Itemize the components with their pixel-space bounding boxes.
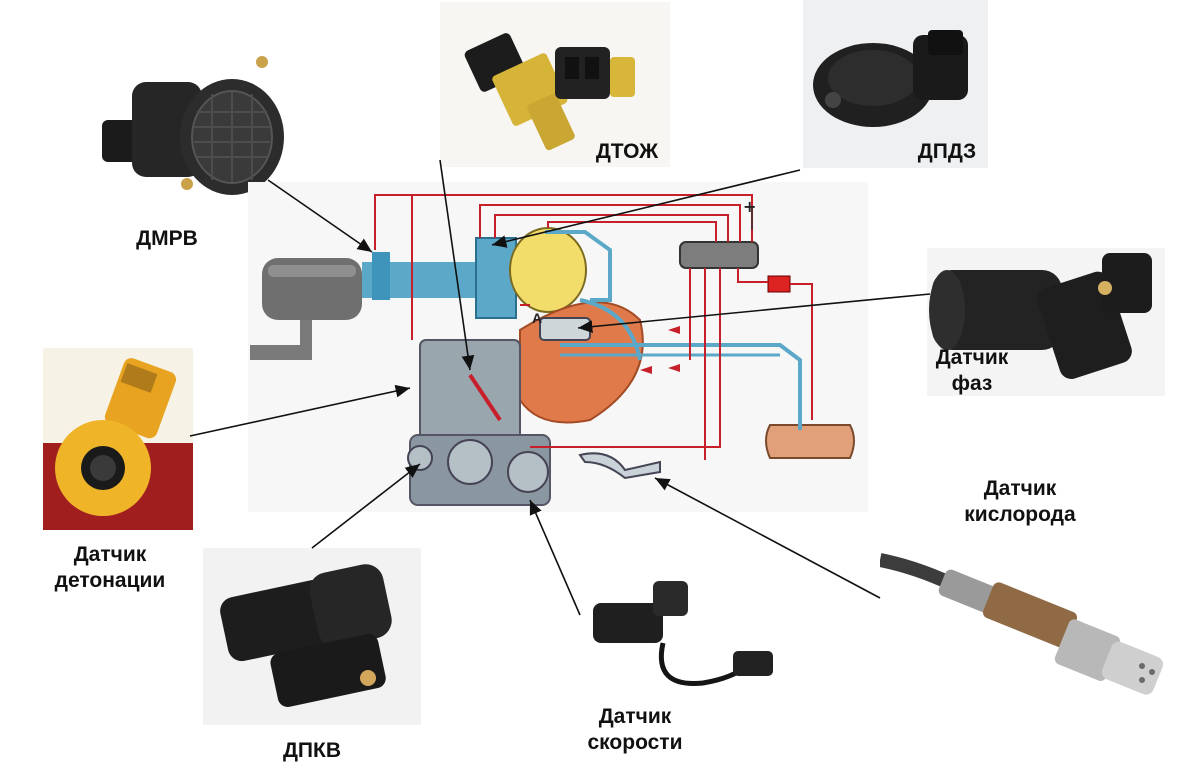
label-dpkv: ДПКВ	[282, 739, 342, 762]
label-phase: Датчик фаз	[912, 345, 1032, 397]
label-dpdz: ДПДЗ	[917, 140, 977, 163]
point-a-label: A	[532, 310, 542, 326]
maf-block	[372, 252, 390, 300]
label-speed-line2: скорости	[587, 731, 683, 754]
label-dmrv: ДМРВ	[136, 227, 198, 250]
pointer-dpkv	[311, 463, 421, 549]
label-knock: Датчик детонации	[35, 542, 185, 594]
throttle-plenum	[509, 227, 587, 313]
label-oxygen-line2: кислорода	[964, 503, 1076, 526]
relay-block	[767, 275, 791, 293]
pointer-phase	[577, 293, 931, 333]
pointer-oxygen	[654, 477, 881, 599]
label-phase-line2: фаз	[951, 372, 993, 395]
label-speed-line1: Датчик	[598, 705, 672, 728]
pointer-knock	[189, 384, 411, 437]
tps-sensor-photo	[803, 0, 988, 168]
pointer-speed-to-engine	[529, 499, 581, 616]
coolant-temp-sensor-photo	[440, 2, 670, 167]
label-knock-line1: Датчик	[73, 543, 147, 566]
phase-sensor-photo	[927, 248, 1165, 396]
pointer-dtozh	[439, 159, 475, 371]
knock-sensor-photo	[43, 348, 193, 530]
oxygen-sensor-photo	[880, 548, 1190, 728]
label-phase-line1: Датчик	[935, 346, 1009, 369]
pointer-dpdz	[491, 169, 801, 248]
label-knock-line2: детонации	[54, 569, 166, 592]
fuel-tank	[765, 424, 855, 459]
air-filter	[250, 258, 362, 360]
maf-sensor-photo	[92, 42, 292, 202]
speed-sensor-schematic	[578, 452, 661, 480]
label-speed: Датчик скорости	[570, 704, 700, 756]
crankshaft-sensor-photo	[203, 548, 421, 725]
plus-sign: +	[743, 197, 756, 216]
pointer-dmrv	[267, 179, 373, 253]
label-dtozh: ДТОЖ	[595, 140, 659, 163]
speed-sensor-photo	[583, 573, 783, 703]
label-oxygen-line1: Датчик	[983, 477, 1057, 500]
fuel-rail	[539, 317, 591, 341]
ecu-block	[679, 241, 759, 269]
label-oxygen: Датчик кислорода	[950, 476, 1090, 528]
